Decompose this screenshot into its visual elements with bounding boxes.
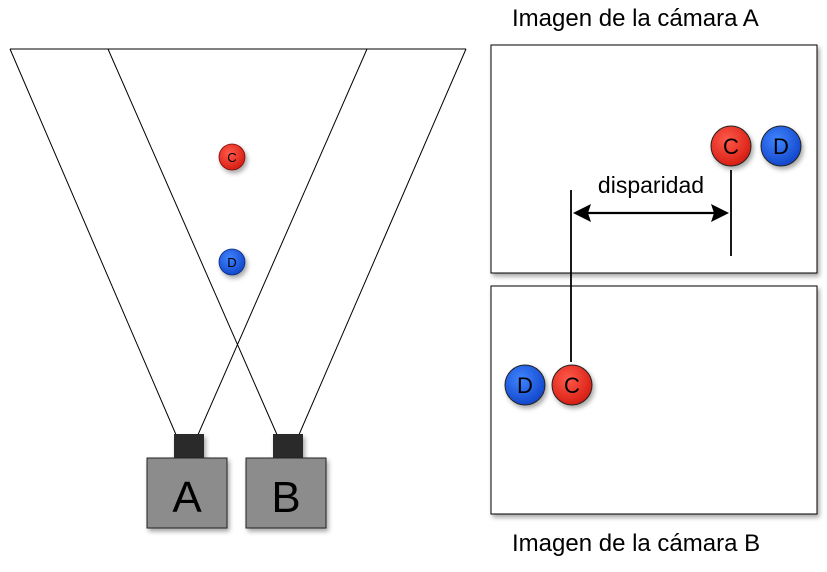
image-a-point-c-marker: [710, 125, 752, 167]
image-b-point-d-marker: [504, 364, 546, 406]
disparity-arrow-left-head: [573, 204, 591, 222]
image-b-point-c: C: [551, 364, 593, 406]
scene-point-d: D: [218, 248, 246, 276]
camera-a-body: [146, 457, 228, 529]
camera-b: [245, 434, 327, 529]
disparity-arrow: [573, 204, 729, 222]
disparity-label: disparidad: [598, 172, 704, 198]
camera-b-label: B: [271, 473, 300, 522]
camera-b-lens: [273, 434, 303, 460]
image-a-point-d: D: [760, 125, 802, 167]
camera-a-fov-right-edge: [196, 48, 368, 438]
image-a-point-c: C: [710, 125, 752, 167]
camera-b-image-panel: [490, 285, 818, 515]
scene-point-c: C: [218, 143, 246, 171]
image-a-point-c-label: C: [723, 134, 739, 159]
scene-point-d-label: D: [227, 255, 236, 270]
camera-b-fov-left-edge: [107, 48, 279, 438]
scene-point-c-marker: [218, 143, 246, 171]
scene-point-c-label: C: [227, 150, 236, 165]
camera-b-fov-right-edge: [297, 48, 467, 438]
camera-a-fov-left-edge: [9, 48, 178, 438]
image-b-point-c-label: C: [564, 373, 580, 398]
camera-a-field-of-view: [9, 48, 368, 438]
image-b-point-c-marker: [551, 364, 593, 406]
disparity-arrow-right-head: [711, 204, 729, 222]
camera-b-field-of-view: [107, 48, 467, 438]
camera-a-lens: [174, 434, 204, 460]
camera-a-image-title: Imagen de la cámara A: [512, 5, 759, 32]
camera-a-image-panel: [490, 44, 818, 274]
image-b-point-d: D: [504, 364, 546, 406]
image-a-point-d-label: D: [773, 134, 789, 159]
image-a-point-d-marker: [760, 125, 802, 167]
camera-a-label: A: [172, 473, 202, 522]
image-b-point-d-label: D: [517, 373, 533, 398]
camera-a: [146, 434, 228, 529]
camera-b-body: [245, 457, 327, 529]
scene-point-d-marker: [218, 248, 246, 276]
camera-b-image-title: Imagen de la cámara B: [512, 530, 761, 557]
